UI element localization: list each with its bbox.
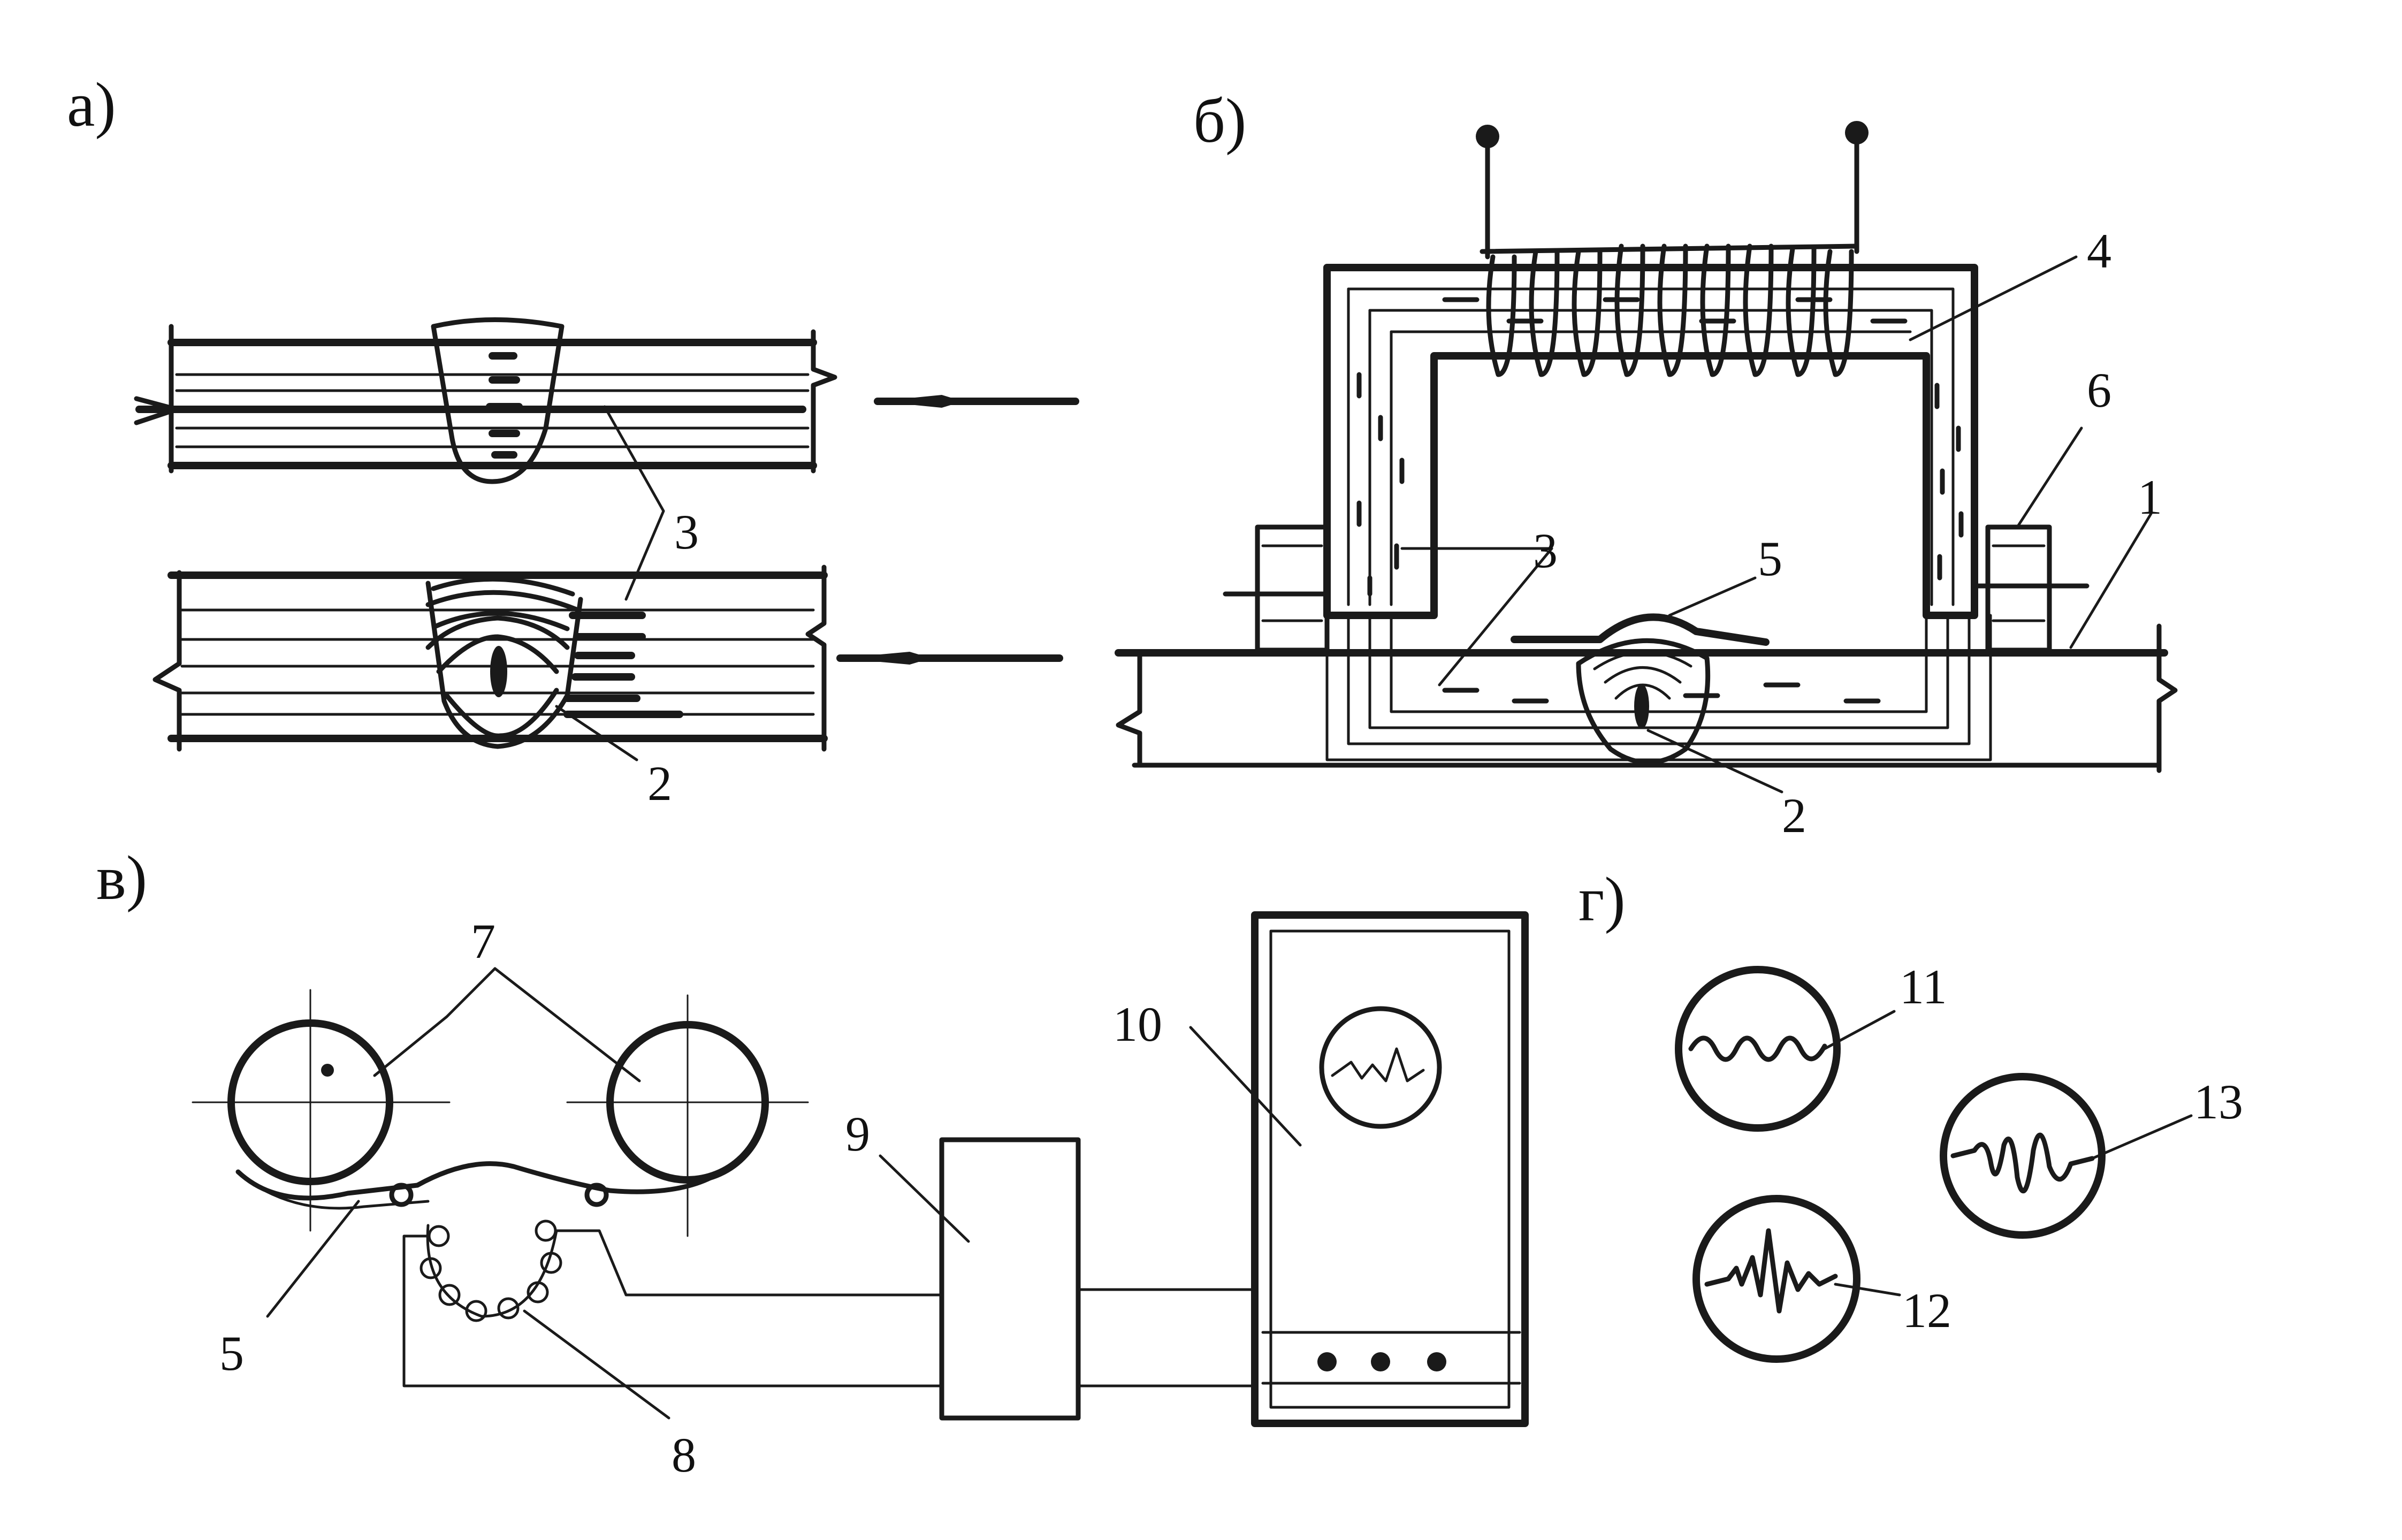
- leader-13: [2091, 1114, 2193, 1160]
- leader-4: [1909, 255, 2078, 341]
- amplifier-box: [939, 1137, 1081, 1421]
- callout-11: 11: [1900, 959, 1947, 1014]
- leader-9: [879, 1154, 970, 1243]
- panel-b-label: б): [1193, 86, 1246, 156]
- signal-display-13: [1940, 1073, 2106, 1239]
- callout-1: 1: [2138, 470, 2162, 524]
- tape-guide-right: [584, 1183, 609, 1207]
- leader-10: [1189, 1026, 1302, 1147]
- callout-2-b: 2: [1782, 788, 1806, 843]
- leader-1: [2069, 512, 2153, 649]
- panel-a: а): [67, 70, 1079, 811]
- read-head: [420, 1219, 562, 1322]
- callout-13: 13: [2194, 1074, 2243, 1129]
- terminal-left-icon: [1476, 125, 1499, 148]
- scope-knob-3[interactable]: [1427, 1352, 1446, 1371]
- tape-drive-rollers: [192, 989, 809, 1237]
- panel-b: б): [1115, 86, 2178, 843]
- leader-8: [523, 1309, 670, 1420]
- magnetic-tape-c: [235, 1161, 714, 1201]
- scope-trace: [1331, 1047, 1425, 1082]
- scope-knob-2[interactable]: [1371, 1352, 1390, 1371]
- magnetic-tape-b: [1511, 613, 1770, 646]
- leader-2-b: [1646, 729, 1783, 794]
- callout-4: 4: [2087, 224, 2111, 278]
- tape-guide-left: [389, 1183, 414, 1207]
- signal-wire-top: [555, 1229, 943, 1297]
- leader-5-c: [266, 1200, 360, 1318]
- callout-10: 10: [1113, 997, 1162, 1051]
- panel-c-label: в): [96, 843, 147, 913]
- defect-marker-b: [1634, 684, 1649, 729]
- specimen-plate: [1115, 614, 2178, 773]
- output-wires: [1077, 1288, 1256, 1387]
- leader-7-left: [373, 967, 497, 1077]
- leader-5-b: [1668, 576, 1757, 617]
- panel-d: г) 11 13 12: [1579, 864, 2243, 1363]
- scope-screen: [1319, 1006, 1442, 1129]
- upper-plate: [134, 317, 837, 484]
- leader-11: [1823, 1010, 1896, 1050]
- callout-5-c: 5: [219, 1326, 244, 1381]
- leader-2-a: [555, 705, 638, 761]
- callout-12: 12: [1902, 1283, 1951, 1338]
- callout-5-b: 5: [1758, 531, 1782, 586]
- leader-7-right: [493, 967, 641, 1082]
- callout-6: 6: [2087, 363, 2111, 417]
- panel-d-label: г): [1579, 864, 1626, 934]
- magnetic-core: [1323, 264, 1978, 619]
- field-direction-arrows: [836, 395, 1079, 665]
- leader-3-a: [603, 405, 665, 601]
- scope-knob-1[interactable]: [1317, 1352, 1337, 1371]
- pole-blocks: [1223, 524, 2090, 653]
- leader-3-b: [1400, 547, 1553, 687]
- defect-marker: [490, 646, 507, 697]
- leader-6: [2016, 426, 2083, 529]
- leader-12: [1834, 1283, 1901, 1297]
- signal-display-12: [1692, 1195, 1860, 1363]
- signal-display-11: [1675, 966, 1841, 1132]
- panel-c: в): [96, 843, 1529, 1482]
- oscilloscope: [1251, 911, 1529, 1427]
- callout-3-b: 3: [1533, 523, 1558, 578]
- coil-winding: [1476, 121, 1869, 377]
- callout-7: 7: [471, 914, 495, 969]
- signal-wire-bottom: [402, 1234, 943, 1387]
- lower-plate: [152, 565, 828, 752]
- panel-a-label: а): [67, 70, 116, 140]
- callout-8: 8: [672, 1428, 696, 1482]
- callout-3-a: 3: [674, 505, 699, 559]
- callout-2-a: 2: [647, 756, 672, 811]
- callout-9: 9: [845, 1107, 870, 1161]
- terminal-right-icon: [1845, 121, 1869, 144]
